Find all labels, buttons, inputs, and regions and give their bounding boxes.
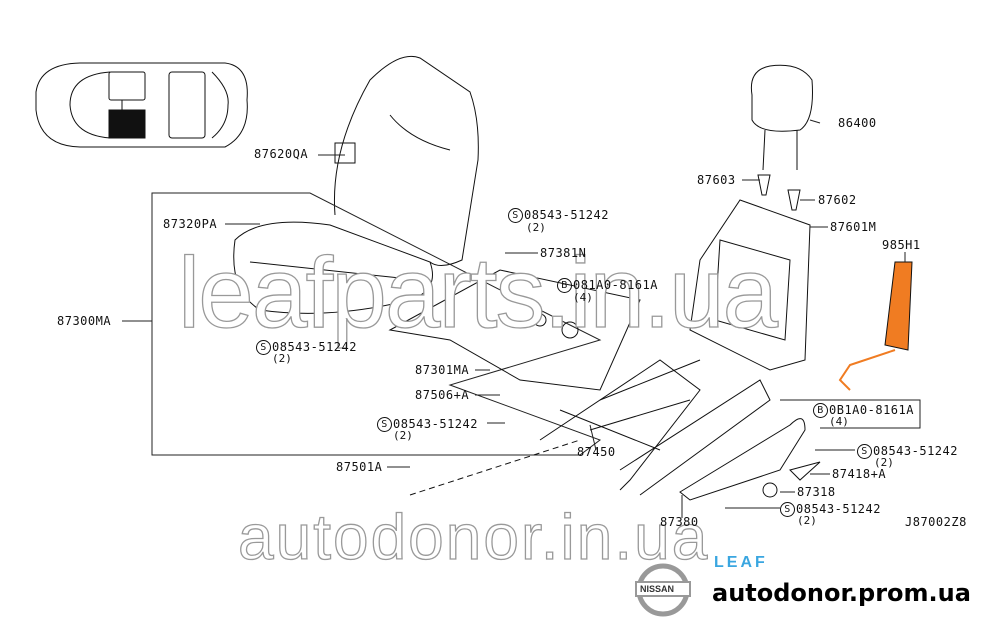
fastener-symbol: S xyxy=(857,444,872,459)
fastener-symbol: B xyxy=(813,403,828,418)
fastener-part: 0B1A0-8161A xyxy=(829,403,914,417)
fastener-symbol: B xyxy=(557,278,572,293)
cushion-frame xyxy=(388,269,641,391)
site-name: autodonor.prom.ua xyxy=(712,579,971,607)
fastener-symbol: S xyxy=(256,340,271,355)
part-label: 87603 xyxy=(697,173,736,187)
part-label: 86400 xyxy=(838,116,877,130)
part-label: 87380 xyxy=(660,515,699,529)
seat-cushion xyxy=(233,221,433,314)
part-label: 87320PA xyxy=(163,217,218,231)
fastener-part: 08543-51242 xyxy=(796,502,881,516)
fastener-qty: (2) xyxy=(393,429,413,442)
fastener-symbol: S xyxy=(780,502,795,517)
nissan-logo-text: NISSAN xyxy=(640,584,675,594)
fastener-part: 081A0-8161A xyxy=(573,278,658,292)
fastener-part: 08543-51242 xyxy=(272,340,357,354)
fastener-qty: (4) xyxy=(829,415,849,428)
part-label: 87602 xyxy=(818,193,857,207)
fastener-part: 08543-51242 xyxy=(524,208,609,222)
seat-back-frame xyxy=(689,199,811,371)
part-label: 985H1 xyxy=(882,238,921,252)
watermark-leafparts: leafparts.in.ua xyxy=(177,236,778,349)
watermark-autodonor: autodonor.in.ua xyxy=(237,500,710,573)
model-name: LEAF xyxy=(714,554,768,571)
side-airbag xyxy=(838,261,913,391)
part-label: 87300MA xyxy=(57,314,112,328)
part-label: 87318 xyxy=(797,485,836,499)
fastener-qty: (2) xyxy=(526,221,546,234)
part-label: 87601M xyxy=(830,220,877,234)
fastener-qty: (2) xyxy=(874,456,894,469)
side-cover xyxy=(679,418,821,501)
headrest xyxy=(750,64,813,211)
fastener-part: 08543-51242 xyxy=(393,417,478,431)
fastener-qty: (2) xyxy=(272,352,292,365)
fastener-qty: (2) xyxy=(797,514,817,527)
nissan-logo xyxy=(635,563,691,617)
part-label: 87506+A xyxy=(415,388,470,402)
diagram-id: J87002Z8 xyxy=(905,515,967,529)
fastener-symbol: S xyxy=(377,417,392,432)
fastener-symbol: S xyxy=(508,208,523,223)
fastener-part: 08543-51242 xyxy=(873,444,958,458)
part-label: 87418+A xyxy=(832,467,887,481)
part-label: 87501A xyxy=(336,460,383,474)
part-label: 87381N xyxy=(540,246,587,260)
seat-back-cover xyxy=(333,55,479,266)
part-label: 87450 xyxy=(577,445,616,459)
part-label: 87620QA xyxy=(254,147,309,161)
part-label: 87301MA xyxy=(415,363,470,377)
seat-adjuster-rails xyxy=(539,359,771,496)
car-location-icon xyxy=(35,62,248,148)
fastener-qty: (4) xyxy=(573,291,593,304)
